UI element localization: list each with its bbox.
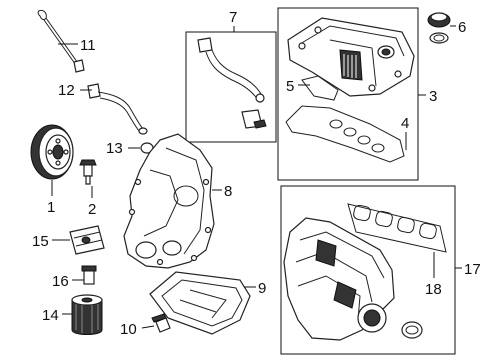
oil-filter bbox=[71, 294, 103, 335]
intake-manifold bbox=[283, 217, 423, 341]
callout-5: 5 bbox=[286, 78, 294, 95]
callout-6: 6 bbox=[458, 19, 466, 36]
valve-cover bbox=[287, 17, 415, 97]
drain-plug bbox=[151, 313, 171, 333]
pulley-bolt bbox=[79, 159, 97, 185]
oil-cooler bbox=[69, 225, 105, 255]
callout-14: 14 bbox=[42, 307, 59, 324]
callout-4: 4 bbox=[401, 115, 409, 132]
callout-11: 11 bbox=[80, 37, 96, 54]
leader-10 bbox=[141, 325, 155, 329]
callout-16: 16 bbox=[52, 273, 69, 290]
callout-13: 13 bbox=[106, 140, 123, 157]
callout-3: 3 bbox=[429, 88, 437, 105]
oil-filler-cap bbox=[427, 12, 451, 44]
callout-2: 2 bbox=[88, 201, 96, 218]
box-intake-manifold-group bbox=[280, 185, 456, 355]
oil-pan bbox=[149, 271, 251, 335]
crankshaft-pulley bbox=[30, 124, 74, 180]
callout-1: 1 bbox=[47, 199, 55, 216]
intake-manifold-gasket bbox=[347, 203, 447, 253]
adapter-fitting bbox=[81, 265, 97, 285]
callout-15: 15 bbox=[32, 233, 49, 250]
timing-chain-cover bbox=[123, 133, 215, 269]
callout-18: 18 bbox=[425, 281, 442, 298]
callout-8: 8 bbox=[224, 183, 232, 200]
callout-10: 10 bbox=[120, 321, 137, 338]
callout-9: 9 bbox=[258, 280, 266, 297]
spark-plug-tube-seal bbox=[301, 75, 339, 101]
valve-cover-gasket bbox=[285, 105, 405, 163]
callout-12: 12 bbox=[58, 82, 75, 99]
pcv-hose bbox=[197, 37, 267, 129]
box-valve-cover-group bbox=[277, 7, 419, 181]
dipstick bbox=[37, 9, 85, 73]
callout-7: 7 bbox=[229, 9, 237, 26]
box-pcv-hose-group bbox=[185, 31, 277, 143]
callout-17: 17 bbox=[464, 261, 481, 278]
dipstick-tube bbox=[87, 83, 148, 135]
